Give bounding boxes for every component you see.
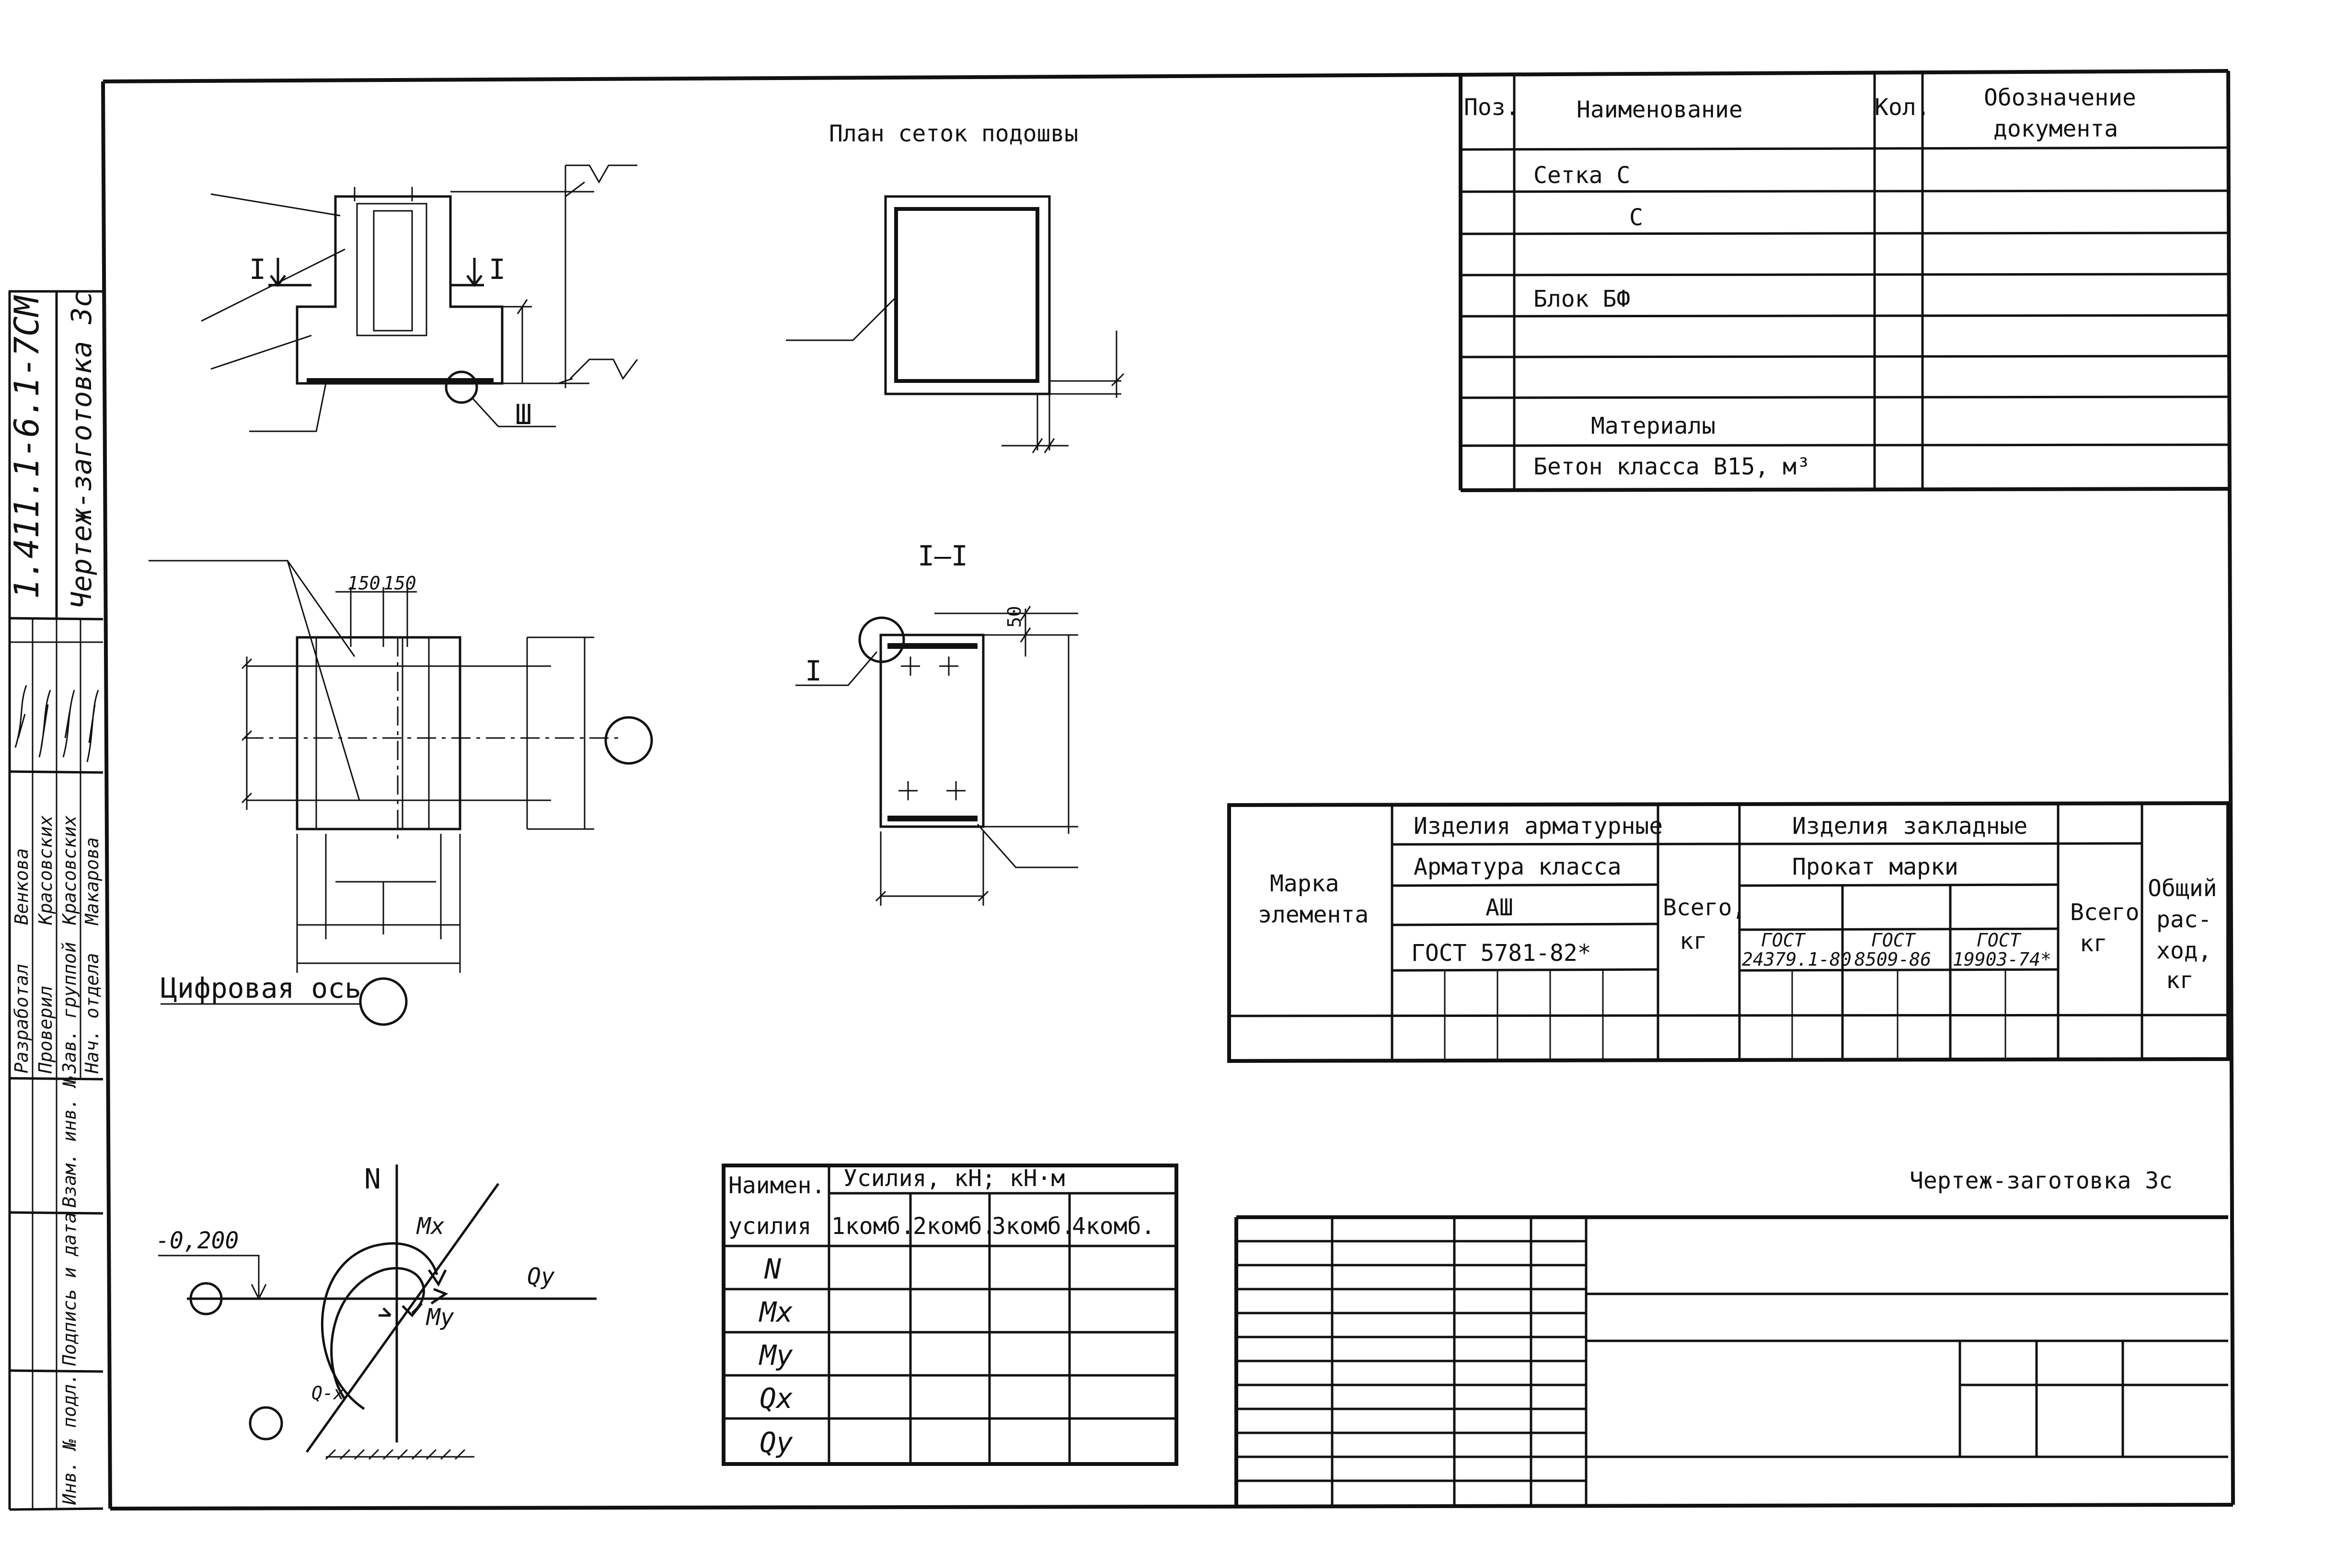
steel-common-3: ход,: [2156, 937, 2212, 964]
mesh-plan: План сеток подошвы: [786, 120, 1125, 453]
steel-marka-2: элемента: [1258, 901, 1369, 928]
axis-label: Цифровая ось: [161, 972, 361, 1004]
steel-common-4: кг: [2166, 967, 2194, 994]
steel-total-1: Всего,: [1663, 894, 1746, 921]
stamp-role-2: Проверил: [35, 986, 56, 1074]
stamp-title: Чертеж-заготовка 3с: [65, 291, 98, 609]
forces-row-5: Qy: [760, 1426, 793, 1459]
steel-common-1: Общий: [2148, 875, 2217, 902]
forces-combo-4: 4комб.: [1072, 1213, 1155, 1240]
stamp-role-3: Зав. группой: [59, 942, 80, 1074]
steel-total-2: кг: [1680, 928, 1707, 955]
load-circle-bottom: [249, 1406, 283, 1441]
steel-total2-2: кг: [2080, 930, 2107, 957]
forces-combo-3: 3комб.: [992, 1213, 1075, 1240]
dim-150-b: 150: [383, 573, 416, 594]
detail-circle: [445, 370, 478, 404]
steel-armature-class: Арматура класса: [1414, 853, 1621, 880]
side-stamp: 1.411.1-6.1-7СМ Чертеж-заготовка 3с Разр…: [7, 290, 104, 1511]
forces-combo-1: 1комб.: [831, 1213, 914, 1240]
spec-row-6: Материалы: [1591, 413, 1715, 439]
stamp-name-1: Венкова: [11, 848, 32, 925]
steel-gost-armature: ГОСТ 5781-82*: [1411, 940, 1591, 967]
steel-total2-1: Всего: [2070, 899, 2140, 926]
title-block: Чертеж-заготовка 3с: [1234, 1167, 2228, 1505]
steel-embedded-group: Изделия закладные: [1792, 813, 2027, 840]
steel-class-value: АШ: [1485, 894, 1513, 921]
load-N: N: [364, 1163, 381, 1195]
forces-row-1: N: [764, 1253, 782, 1285]
foundation-elevation: I I Ш: [201, 164, 638, 432]
section-detail-mark: I: [805, 655, 822, 687]
load-My: My: [426, 1304, 454, 1331]
detail-mark: Ш: [515, 398, 532, 431]
plan-title: План сеток подошвы: [829, 120, 1078, 147]
stamp-role-4: Нач. отдела: [81, 953, 103, 1074]
section-mark-left: I: [249, 253, 266, 286]
stamp-name-2: Красовских: [35, 815, 56, 925]
steel-gost1-2: 24379.1-80: [1742, 949, 1852, 970]
steel-common-2: рас-: [2156, 906, 2212, 933]
spec-table: Поз. Наименование Кол. Обозначение докум…: [1459, 72, 2229, 492]
steel-gost3-1: ГОСТ: [1977, 930, 2022, 951]
section-I-I: I–I I 50: [795, 540, 1078, 906]
steel-gost2-2: 8509-86: [1854, 949, 1931, 970]
spec-row-7: Бетон класса В15, м³: [1533, 453, 1810, 480]
spec-h-doc-1: Обозначение: [1984, 84, 2136, 111]
section-mark-right: I: [489, 253, 506, 286]
signatures: [14, 685, 99, 762]
forces-h-name-2: усилия: [728, 1213, 811, 1240]
forces-row-2: Mx: [759, 1296, 793, 1328]
stamp-field-3: Инв. № подл.: [59, 1373, 80, 1505]
steel-gost1-1: ГОСТ: [1761, 930, 1806, 951]
load-Qx: Q-x: [311, 1383, 345, 1404]
axis-circle-right: [604, 716, 653, 765]
sheet-title: Чертеж-заготовка 3с: [1910, 1167, 2173, 1194]
stamp-field-2: Подпись и дата: [59, 1212, 80, 1366]
load-Mx: Mx: [416, 1213, 445, 1240]
load-circle-left: [189, 1282, 223, 1315]
dim-50: 50: [1004, 606, 1025, 628]
stamp-field-1: Взам. инв. №: [59, 1076, 80, 1208]
forces-h-name-1: Наимен.: [728, 1172, 825, 1199]
level-mark: -0,200: [156, 1227, 239, 1254]
dim-150-a: 150: [347, 573, 380, 594]
steel-gost3-2: 19903-74*: [1953, 949, 2051, 970]
forces-row-3: My: [759, 1339, 793, 1372]
spec-row-1: Сетка С: [1533, 162, 1630, 189]
steel-rolled: Прокат марки: [1792, 853, 1958, 880]
front-view: 150 150 Цифровая ось: [149, 560, 653, 1026]
spec-h-doc-2: документа: [1993, 115, 2118, 142]
forces-table: Наимен. усилия Усилия, кН; кН·м 1комб. 2…: [722, 1164, 1178, 1466]
load-Qy: Qy: [527, 1263, 555, 1290]
steel-table: Марка элемента Изделия арматурные Армату…: [1227, 801, 2230, 1063]
stamp-name-4: Макарова: [81, 837, 103, 926]
steel-marka-1: Марка: [1270, 870, 1339, 897]
loads-diagram: N Mx My Qy Q-x -0,200: [156, 1163, 597, 1460]
spec-h-pos: Поз.: [1464, 94, 1520, 121]
axis-circle-bottom: [359, 977, 408, 1026]
spec-row-4: Блок БФ: [1533, 286, 1630, 312]
steel-gost2-1: ГОСТ: [1871, 930, 1916, 951]
forces-combo-2: 2комб.: [913, 1213, 996, 1240]
spec-row-2: С: [1629, 204, 1643, 231]
stamp-name-3: Красовских: [59, 815, 80, 925]
steel-armature-group: Изделия арматурные: [1414, 813, 1663, 840]
spec-h-qty: Кол.: [1875, 94, 1930, 121]
forces-row-4: Qx: [760, 1382, 793, 1415]
forces-h-group: Усилия, кН; кН·м: [843, 1165, 1065, 1192]
spec-h-name: Наименование: [1577, 96, 1743, 123]
stamp-code: 1.411.1-6.1-7СМ: [7, 295, 46, 599]
stamp-role-1: Разработал: [11, 964, 32, 1073]
section-title: I–I: [918, 540, 968, 572]
section-detail-circle: [858, 616, 905, 663]
